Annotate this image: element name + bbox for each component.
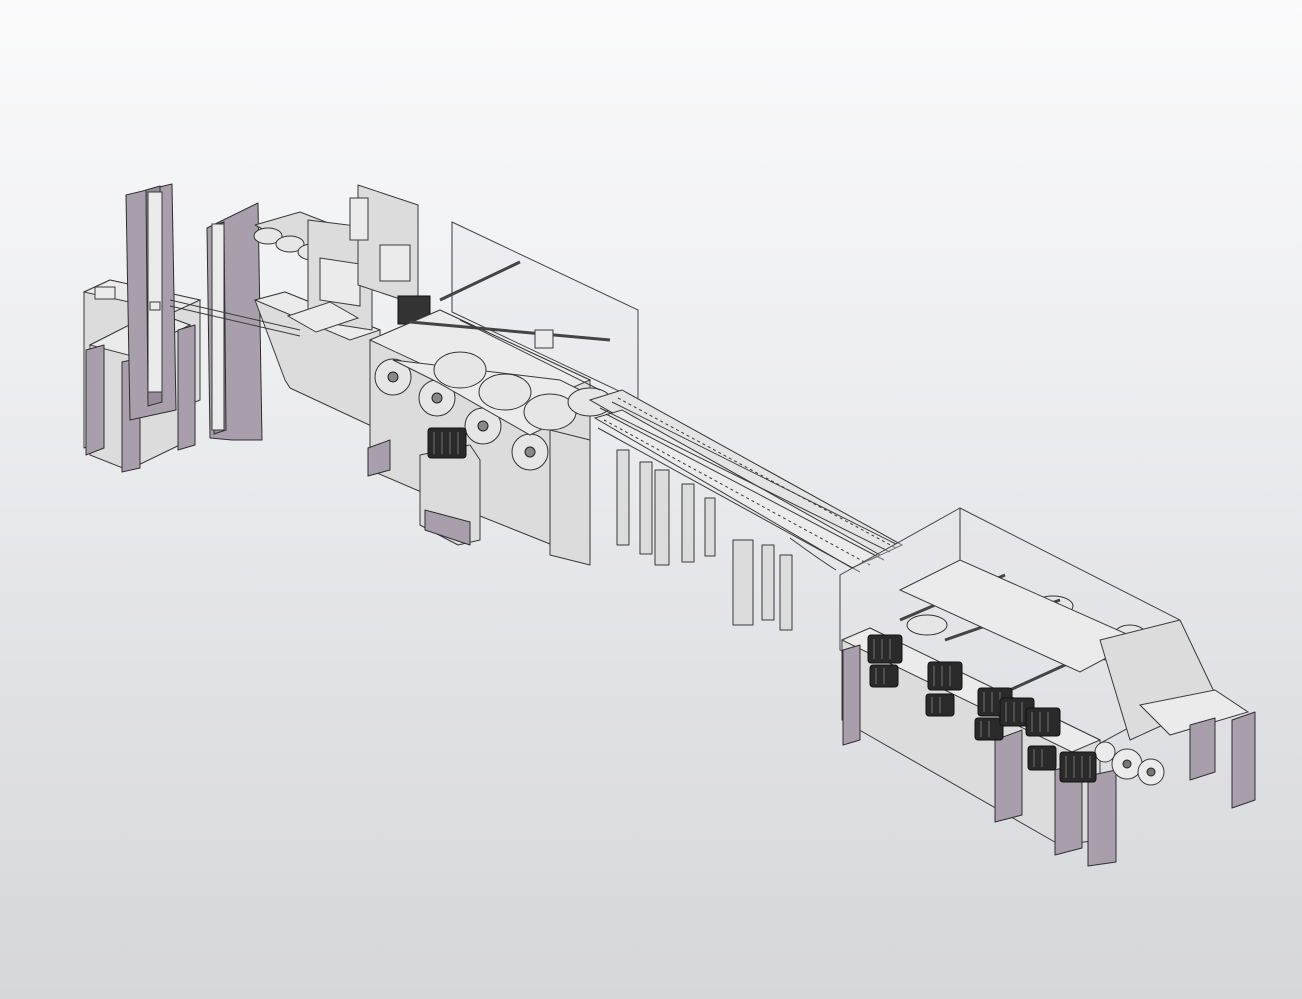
- servo-motor-icon: [1027, 745, 1057, 771]
- servo-motor-icon: [927, 661, 963, 691]
- punch-station: [286, 184, 431, 333]
- servo-motor-icon: [974, 717, 1004, 741]
- servo-motor-icon: [925, 693, 955, 717]
- forming-roll-section: [367, 221, 639, 566]
- right-forming-station: [839, 507, 1256, 867]
- servo-motor-icon: [1025, 707, 1061, 737]
- servo-motor-icon: [1059, 751, 1097, 783]
- transfer-conveyor: [588, 389, 904, 631]
- servo-motor-icon: [427, 427, 467, 459]
- servo-motor-icon: [869, 664, 899, 688]
- servo-motor-icon: [867, 634, 903, 664]
- motor-bank: [867, 634, 1097, 783]
- forming-rollers: [374, 351, 613, 471]
- finishing-rollers: [898, 559, 1147, 692]
- pneumatic-cylinder: [349, 197, 369, 241]
